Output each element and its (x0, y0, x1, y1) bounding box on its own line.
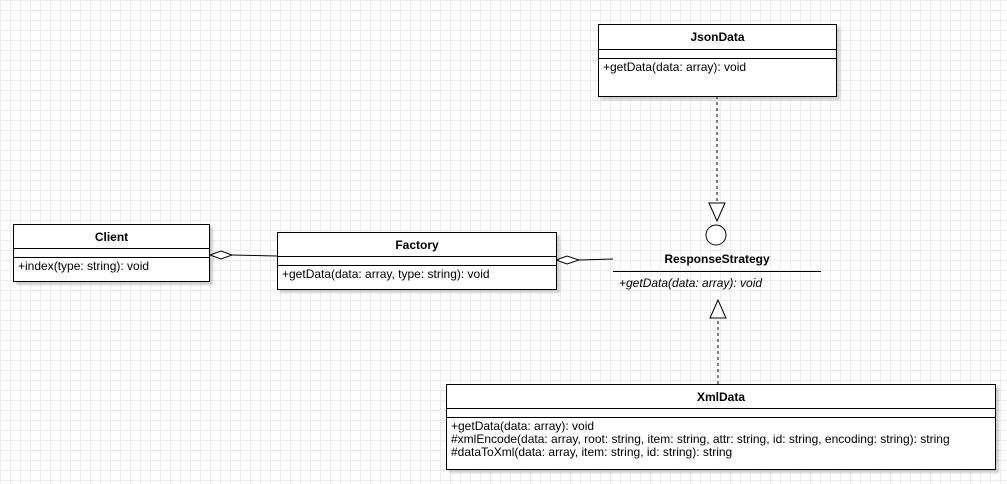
factory-strategy-aggregation-line (578, 258, 614, 261)
client-class-name: Client (14, 225, 209, 249)
xmldata-attributes-compartment (447, 409, 995, 418)
jsondata-attributes-compartment (599, 50, 836, 59)
responsestrategy-operation: +getData(data: array): void (619, 276, 763, 290)
responsestrategy-divider (613, 271, 821, 272)
client-operation: +index(type: string): void (18, 259, 150, 273)
xmldata-operation: #dataToXml(data: array, item: string, id… (451, 445, 733, 459)
xmldata-class[interactable]: XmlData +getData(data: array): void #xml… (446, 384, 996, 470)
xmldata-class-name: XmlData (447, 385, 995, 409)
factory-attributes-compartment (278, 257, 556, 266)
factory-operations-compartment: +getData(data: array, type: string): voi… (278, 266, 556, 283)
factory-class[interactable]: Factory +getData(data: array, type: stri… (277, 232, 557, 290)
xmldata-operations-compartment: +getData(data: array): void #xmlEncode(d… (447, 418, 995, 461)
responsestrategy-interface-name: ResponseStrategy (664, 252, 770, 266)
client-factory-aggregation-line (231, 254, 278, 257)
jsondata-operations-compartment: +getData(data: array): void (599, 59, 836, 76)
responsestrategy-interface[interactable]: ResponseStrategy +getData(data: array): … (613, 248, 821, 294)
factory-aggregation-diamond (554, 255, 581, 265)
json-realization-arrowhead (708, 202, 726, 223)
client-attributes-compartment (14, 249, 209, 258)
interface-lollipop (705, 224, 727, 246)
factory-operation: +getData(data: array, type: string): voi… (282, 267, 490, 281)
xmldata-operation: #xmlEncode(data: array, root: string, it… (451, 432, 950, 446)
factory-class-name: Factory (278, 233, 556, 257)
jsondata-operation: +getData(data: array): void (603, 60, 747, 74)
client-aggregation-diamond (208, 250, 234, 260)
xmldata-operation: +getData(data: array): void (451, 419, 595, 433)
jsondata-class-name: JsonData (599, 25, 836, 50)
jsondata-class[interactable]: JsonData +getData(data: array): void (598, 24, 837, 97)
client-operations-compartment: +index(type: string): void (14, 258, 209, 275)
client-class[interactable]: Client +index(type: string): void (13, 224, 210, 282)
xml-realization-arrowhead (709, 298, 727, 319)
